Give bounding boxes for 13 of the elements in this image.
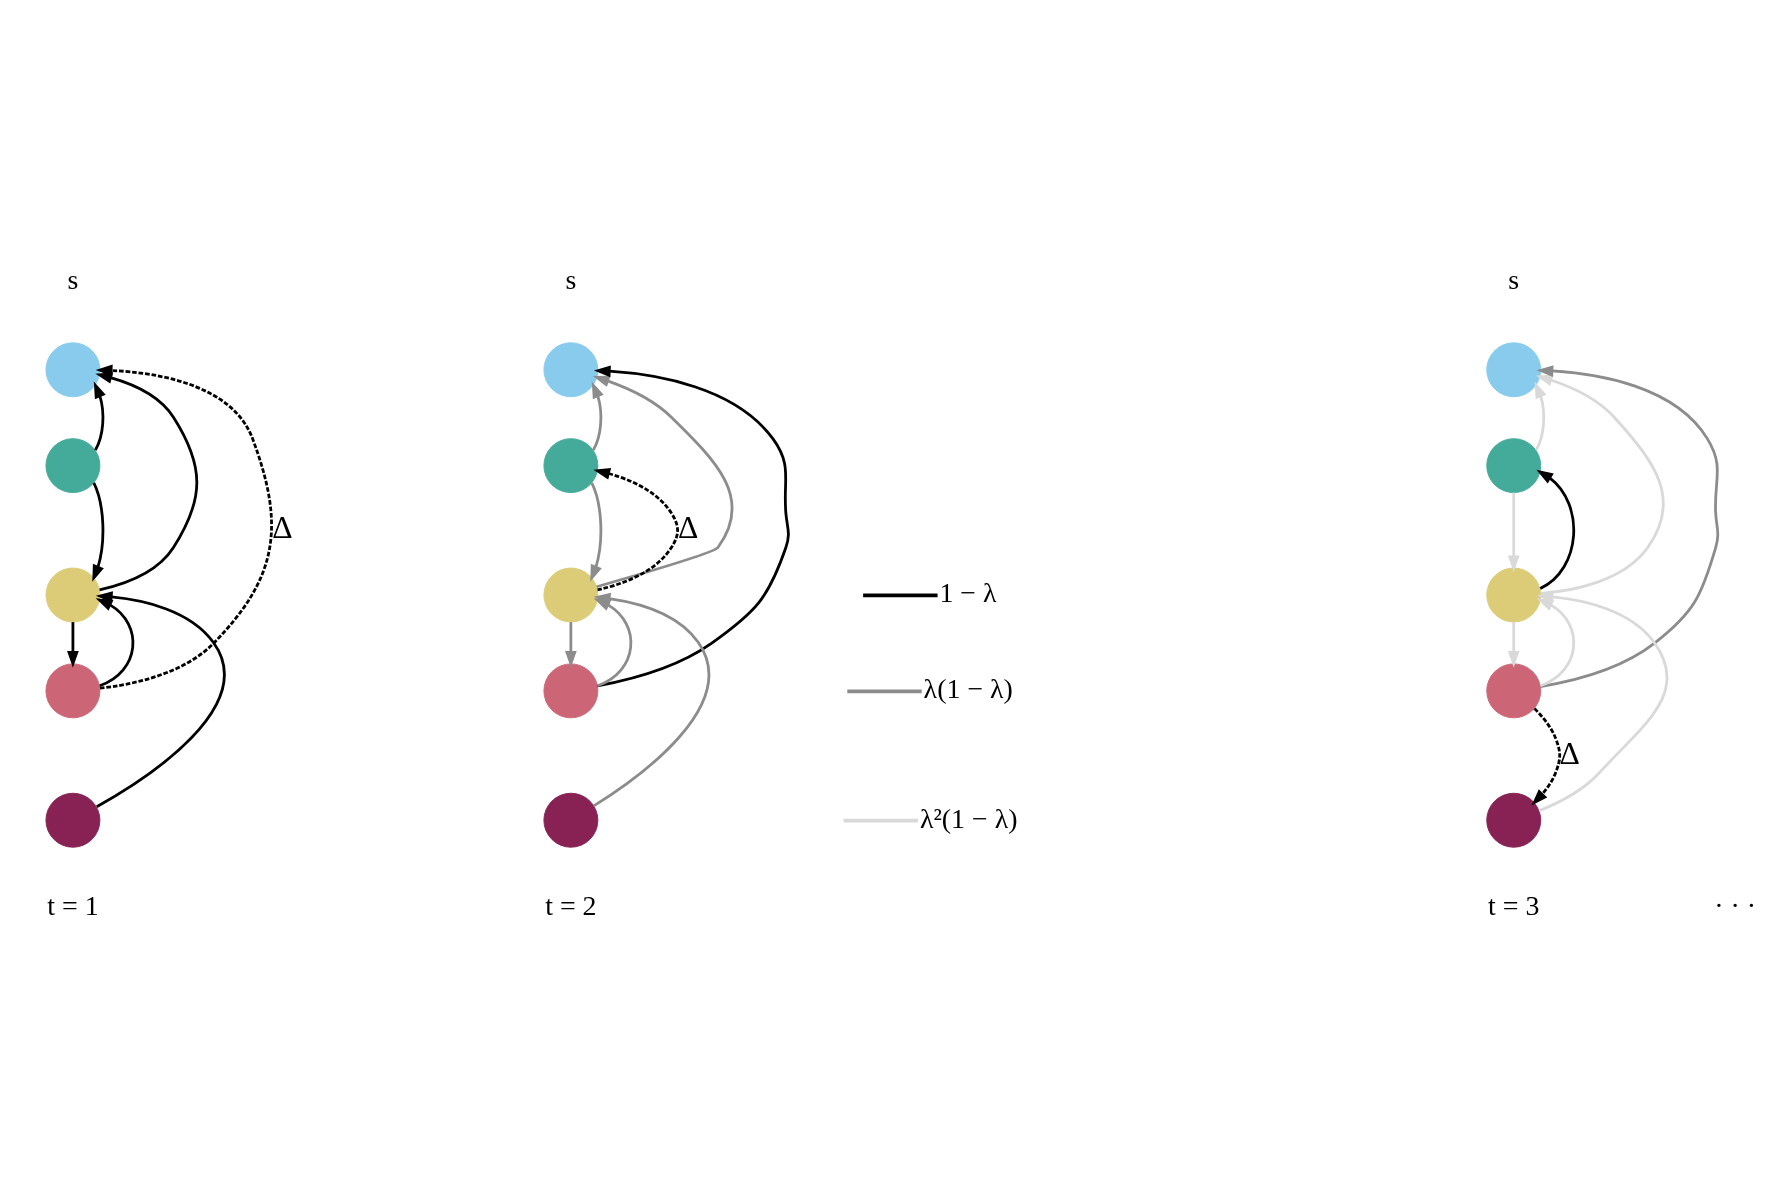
label: t = 2 <box>545 890 597 922</box>
label: · · · <box>1714 890 1757 922</box>
legend-label: 1 − λ <box>939 577 997 609</box>
edge-label: Δ <box>677 510 699 546</box>
legend-label: λ(1 − λ) <box>923 673 1013 705</box>
label: t = 1 <box>47 890 99 922</box>
legend-label: λ²(1 − λ) <box>919 802 1018 834</box>
label: t = 3 <box>1488 890 1540 922</box>
label: s <box>1508 263 1520 295</box>
label: s <box>67 263 79 295</box>
edge-label: Δ <box>1559 735 1580 771</box>
label: s <box>565 263 577 295</box>
edge-label: Δ <box>272 510 293 546</box>
